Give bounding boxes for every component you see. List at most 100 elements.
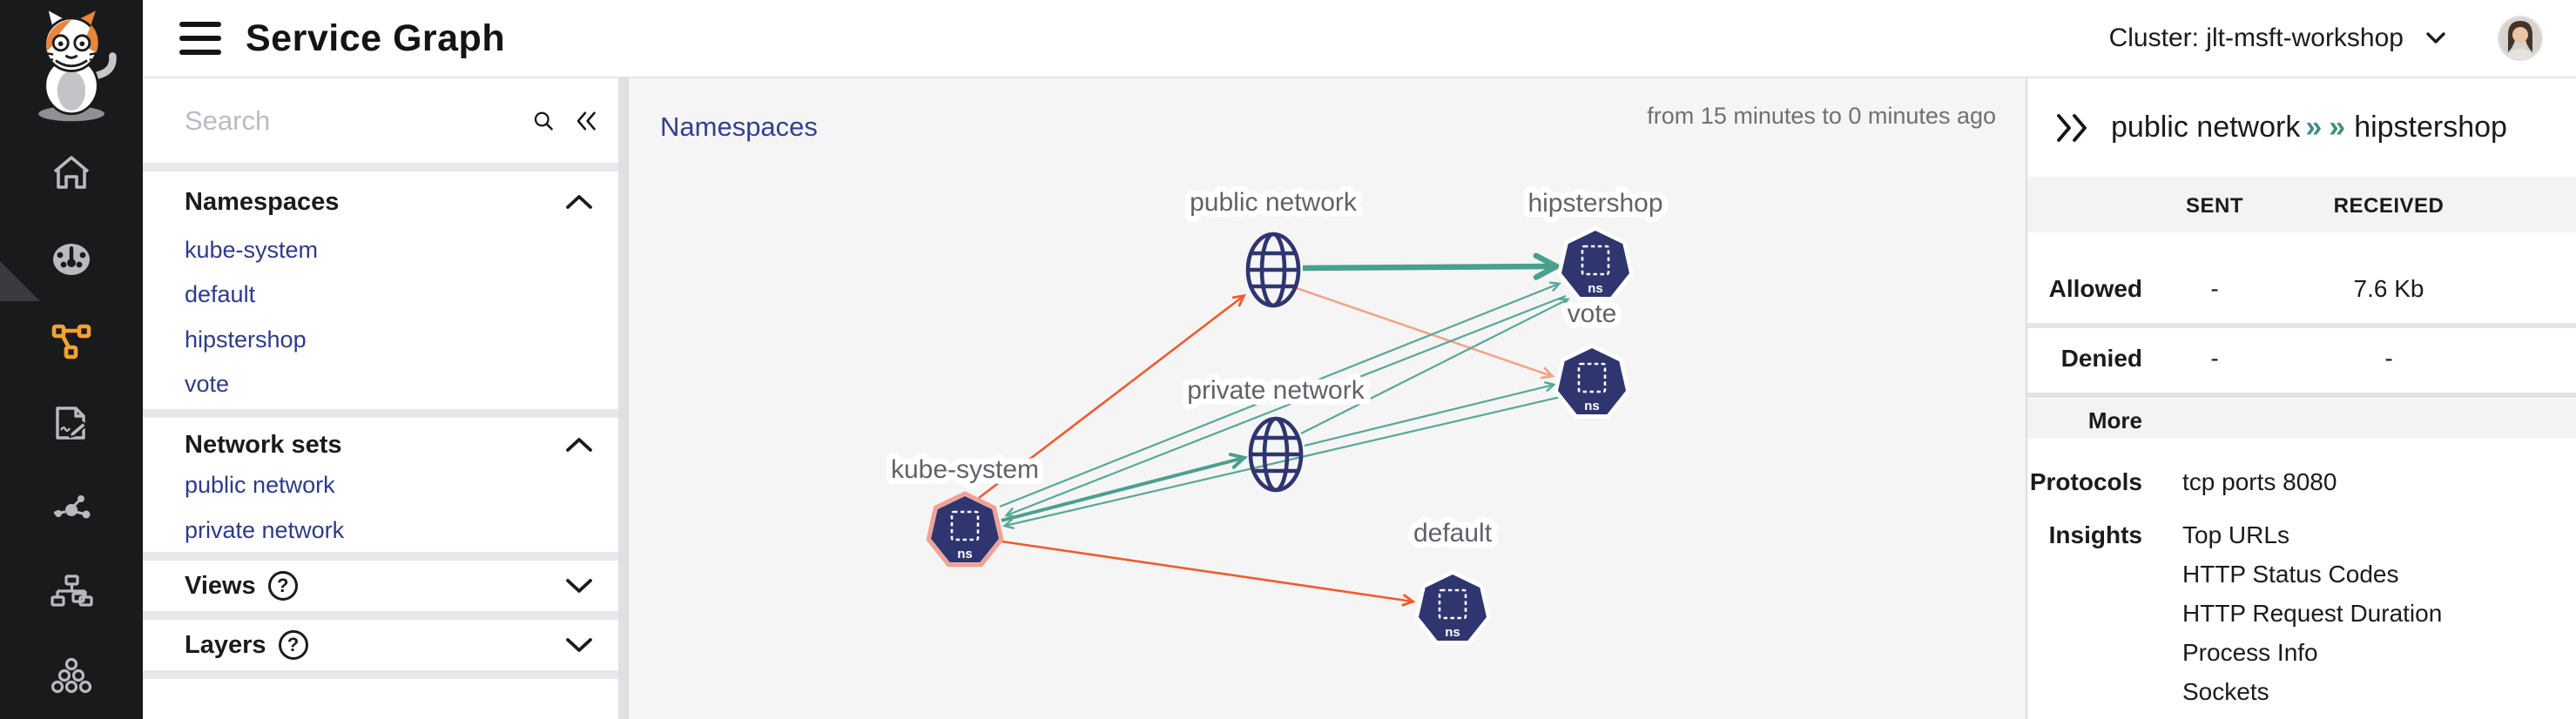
insights-list: Top URLs HTTP Status Codes HTTP Request … (2182, 521, 2442, 717)
nav-resource-tree[interactable] (0, 561, 143, 622)
service-graph-icon (51, 324, 91, 360)
svg-text:ns: ns (1584, 399, 1600, 413)
more-section-header[interactable]: More (2027, 399, 2576, 439)
node-label-default[interactable]: default (1407, 513, 1499, 554)
namespace-glyph (1577, 362, 1607, 393)
edge-private-network-to-hipstershop[interactable] (1300, 298, 1570, 434)
nodes-layer: public networknshipstershopnsvoteprivate… (885, 182, 1669, 645)
search-icon[interactable] (532, 104, 556, 138)
chevron-down-icon (2426, 32, 2445, 44)
edge-details-panel: public network »» hipstershop SENT RECEI… (2026, 78, 2576, 719)
user-avatar[interactable] (2499, 17, 2541, 59)
panel-divider (618, 78, 629, 719)
time-range-label: from 15 minutes to 0 minutes ago (1647, 103, 1996, 129)
insight-http-status-codes[interactable]: HTTP Status Codes (2182, 561, 2399, 588)
node-private-network-globe-icon[interactable]: private network (1181, 370, 1372, 493)
collapse-panel-icon[interactable] (575, 105, 598, 137)
breadcrumb-source[interactable]: public network (2111, 111, 2301, 144)
edge-public-network-to-vote[interactable] (1293, 286, 1555, 380)
networkset-item-private-network[interactable]: private network (185, 517, 345, 543)
nav-home[interactable] (0, 142, 143, 203)
section-namespaces[interactable]: Namespaces (143, 171, 618, 232)
insight-process-info[interactable]: Process Info (2182, 639, 2318, 666)
edges-layer (978, 252, 1570, 607)
views-help-icon[interactable]: ? (267, 571, 298, 601)
edge-kube-system-to-default[interactable] (1001, 540, 1416, 607)
chevron-down-icon (566, 579, 592, 593)
insight-top-urls[interactable]: Top URLs (2182, 521, 2289, 548)
page-title: Service Graph (246, 17, 506, 59)
top-header: Service Graph Cluster: jlt-msft-workshop (143, 0, 2576, 78)
cluster-icon (51, 657, 92, 694)
edge-private-network-to-vote[interactable] (1304, 381, 1556, 447)
col-sent: SENT (2185, 194, 2243, 218)
svg-text:ns: ns (1588, 281, 1603, 296)
svg-text:ns: ns (1445, 625, 1460, 640)
active-nav-notch (0, 261, 40, 301)
flow-visualizations-icon (54, 495, 91, 519)
cluster-selector[interactable]: Cluster: jlt-msft-workshop (2109, 24, 2449, 53)
denied-received: - (2384, 345, 2393, 372)
nav-dashboard[interactable] (0, 229, 143, 290)
node-kube-system[interactable]: ns kube-system (885, 449, 1045, 568)
nav-policies[interactable] (0, 393, 143, 454)
node-hipstershop[interactable]: ns hipstershop (1521, 183, 1669, 301)
node-public-network-globe-icon[interactable]: public network (1183, 182, 1364, 308)
node-label-private-network[interactable]: private network (1181, 370, 1371, 411)
chevron-down-icon (566, 638, 592, 652)
namespace-glyph (1581, 245, 1610, 276)
networkset-item-public-network[interactable]: public network (185, 472, 335, 498)
allowed-received: 7.6 Kb (2353, 275, 2424, 302)
namespace-glyph (1438, 588, 1467, 620)
resource-tree-icon (51, 575, 93, 607)
nav-service-graph[interactable] (0, 311, 143, 372)
node-label-kube-system[interactable]: kube-system (885, 449, 1045, 490)
edge-public-network-to-hipstershop[interactable] (1302, 252, 1563, 280)
namespace-item-vote[interactable]: vote (185, 371, 230, 397)
avatar-photo (2499, 17, 2541, 59)
insights-label: Insights (2048, 521, 2142, 548)
edge-kube-system-to-public-network[interactable] (978, 293, 1246, 500)
edge-kube-system-to-private-network[interactable] (1001, 453, 1248, 522)
namespace-item-kube-system[interactable]: kube-system (185, 237, 319, 263)
protocols-value: tcp ports 8080 (2182, 468, 2337, 495)
nav-cluster[interactable] (0, 646, 143, 707)
breadcrumb-separator-icon: » (2305, 111, 2322, 144)
edge-vote-to-kube-system[interactable] (1002, 395, 1561, 529)
layers-help-icon[interactable]: ? (278, 630, 308, 660)
section-views[interactable]: Views ? (143, 561, 618, 611)
insight-sockets[interactable]: Sockets (2182, 678, 2269, 705)
graph-filter-panel: Namespaces kube-system default hipstersh… (143, 78, 618, 719)
icon-rail (0, 0, 143, 719)
denied-sent: - (2210, 345, 2219, 372)
node-label-public-network[interactable]: public network (1183, 182, 1364, 223)
namespace-item-hipstershop[interactable]: hipstershop (185, 326, 307, 353)
namespace-item-default[interactable]: default (185, 281, 256, 307)
node-vote[interactable]: ns vote (1553, 293, 1631, 419)
policies-icon (56, 407, 87, 440)
edge-hipstershop-to-kube-system[interactable] (1004, 294, 1567, 518)
nav-flow-visualizations[interactable] (0, 480, 143, 541)
cluster-selector-label: Cluster: jlt-msft-workshop (2108, 24, 2404, 52)
insight-http-request-duration[interactable]: HTTP Request Duration (2182, 600, 2443, 627)
search-row (143, 78, 618, 163)
node-label-hipstershop[interactable]: hipstershop (1521, 183, 1669, 224)
node-default[interactable]: ns default (1407, 513, 1499, 645)
chevron-up-icon (566, 438, 592, 452)
topology-graph[interactable]: public networknshipstershopnsvoteprivate… (629, 78, 2026, 719)
traffic-table-header: SENT RECEIVED (2027, 177, 2576, 232)
section-layers[interactable]: Layers ? (143, 620, 618, 670)
edge-kube-system-to-hipstershop[interactable] (999, 281, 1561, 508)
allowed-sent: - (2210, 275, 2219, 302)
section-network-sets[interactable]: Network sets (143, 418, 618, 472)
svg-text:ns: ns (957, 547, 973, 561)
protocols-label: Protocols (2029, 468, 2142, 495)
search-input[interactable] (185, 104, 532, 137)
canvas-view-label: Namespaces (660, 111, 818, 142)
service-graph-canvas[interactable]: Namespaces from 15 minutes to 0 minutes … (629, 78, 2026, 719)
node-label-vote[interactable]: vote (1561, 293, 1623, 334)
collapse-details-icon[interactable] (2053, 112, 2090, 144)
breadcrumb-target[interactable]: hipstershop (2354, 111, 2507, 144)
menu-toggle-button[interactable] (179, 22, 221, 55)
